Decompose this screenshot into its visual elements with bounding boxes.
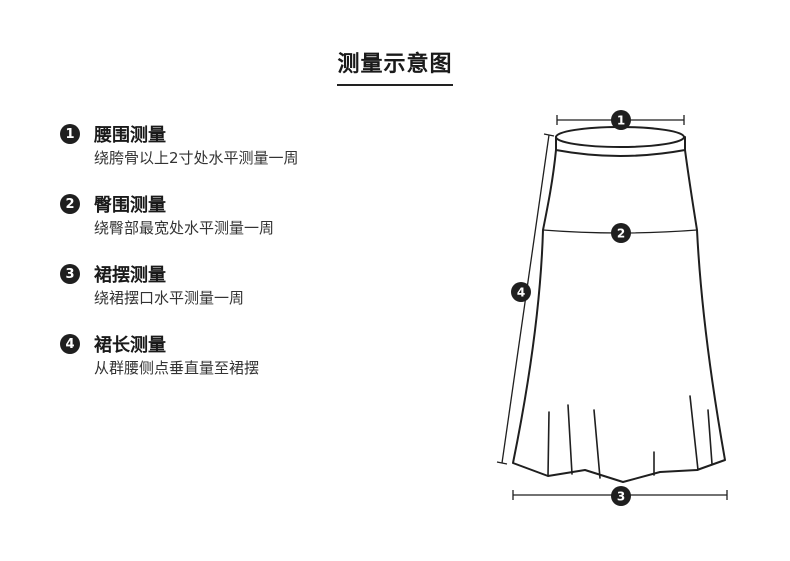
- skirt-waistband-front: [555, 136, 686, 157]
- marker-1-label: 1: [617, 114, 625, 128]
- measurement-list: 1 腰围测量 绕胯骨以上2寸处水平测量一周 2 臀围测量 绕臀部最宽处水平测量一…: [60, 118, 440, 398]
- item-title-length: 裙长测量: [94, 335, 166, 356]
- measurement-item-hip: 2 臀围测量 绕臀部最宽处水平测量一周: [60, 188, 440, 258]
- measurement-item-waist: 1 腰围测量 绕胯骨以上2寸处水平测量一周: [60, 118, 440, 188]
- skirt-pleat-6: [707, 409, 713, 465]
- page-title: 测量示意图: [337, 46, 453, 86]
- number-badge-2: 2: [60, 194, 80, 214]
- marker-2: 2: [611, 223, 631, 243]
- number-badge-3: 3: [60, 264, 80, 284]
- skirt-diagram: 1 2 3 4: [496, 110, 728, 506]
- skirt-waistband: [555, 126, 685, 148]
- page-title-wrap: 测量示意图: [0, 46, 790, 86]
- measurement-item-hem: 3 裙摆测量 绕裙摆口水平测量一周: [60, 258, 440, 328]
- marker-2-label: 2: [617, 227, 625, 241]
- skirt-pleat-3: [593, 409, 601, 479]
- item-desc-hem: 绕裙摆口水平测量一周: [94, 289, 245, 307]
- number-badge-4: 4: [60, 334, 80, 354]
- item-title-hem: 裙摆测量: [94, 265, 166, 286]
- item-desc-waist: 绕胯骨以上2寸处水平测量一周: [94, 149, 299, 167]
- marker-4-label: 4: [517, 286, 525, 300]
- marker-1: 1: [611, 110, 631, 130]
- skirt-pleat-1: [547, 411, 550, 477]
- marker-3-label: 3: [617, 490, 625, 504]
- item-desc-length: 从群腰侧点垂直量至裙摆: [94, 359, 260, 377]
- skirt-outline: [512, 126, 726, 483]
- marker-4: 4: [511, 282, 531, 302]
- measurement-item-length: 4 裙长测量 从群腰侧点垂直量至裙摆: [60, 328, 440, 398]
- item-title-waist: 腰围测量: [94, 125, 166, 146]
- number-badge-1: 1: [60, 124, 80, 144]
- skirt-pleat-5: [689, 395, 699, 471]
- item-desc-hip: 绕臀部最宽处水平测量一周: [94, 219, 275, 237]
- marker-3: 3: [611, 486, 631, 506]
- skirt-pleat-2: [567, 404, 573, 475]
- item-title-hip: 臀围测量: [94, 195, 166, 216]
